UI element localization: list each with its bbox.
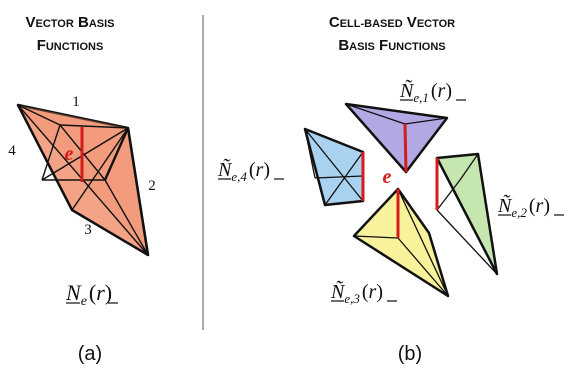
edge-label-b: e xyxy=(383,166,392,188)
svg-text:Ñe,4(r): Ñe,4(r) xyxy=(217,157,270,184)
edge-number-4: 4 xyxy=(8,143,16,159)
function-label-cell-2: Ñe,2(r) xyxy=(497,193,564,220)
tetrahedron-a: e xyxy=(16,103,150,257)
svg-text:Ñe,1(r): Ñe,1(r) xyxy=(399,78,452,105)
caption-b: (b) xyxy=(398,343,422,365)
cell-1 xyxy=(344,102,449,174)
panel-b-title-line2: BASIS FUNCTIONS xyxy=(338,37,445,54)
edge-number-3: 3 xyxy=(84,222,92,238)
function-a-symbol: N xyxy=(65,280,82,305)
svg-text:Ñe,2(r): Ñe,2(r) xyxy=(497,193,550,220)
caption-a: (a) xyxy=(78,343,102,365)
cell-2 xyxy=(435,152,499,276)
panel-a: VECTOR BASIS FUNCTIONS e xyxy=(8,14,156,365)
edge-number-1: 1 xyxy=(72,94,80,110)
cell-3 xyxy=(352,187,450,298)
function-label-cell-3: Ñe,3(r) xyxy=(330,279,397,306)
panel-a-title: VECTOR BASIS FUNCTIONS xyxy=(25,14,114,54)
shared-edge-cell-1 xyxy=(403,123,408,173)
function-a-argument: r xyxy=(96,280,105,305)
function-a-subscript: e xyxy=(81,294,87,309)
panel-b-title-line1: CELL-BASED VECTOR xyxy=(329,14,455,31)
function-label-cell-4: Ñe,4(r) xyxy=(217,157,284,184)
panel-a-title-line2: FUNCTIONS xyxy=(37,37,104,54)
function-label-cell-1: Ñe,1(r) xyxy=(399,78,466,105)
panel-b: CELL-BASED VECTOR BASIS FUNCTIONS xyxy=(217,14,564,365)
edge-number-2: 2 xyxy=(148,178,156,194)
panel-a-title-line1: VECTOR BASIS xyxy=(25,14,114,31)
panel-b-title: CELL-BASED VECTOR BASIS FUNCTIONS xyxy=(329,14,455,54)
svg-text:Ne(r): Ne(r) xyxy=(65,280,112,309)
function-label-a: Ne(r) xyxy=(65,280,118,309)
svg-text:Ñe,3(r): Ñe,3(r) xyxy=(330,279,383,306)
cell-4 xyxy=(303,127,365,207)
edge-label-a: e xyxy=(65,143,74,165)
